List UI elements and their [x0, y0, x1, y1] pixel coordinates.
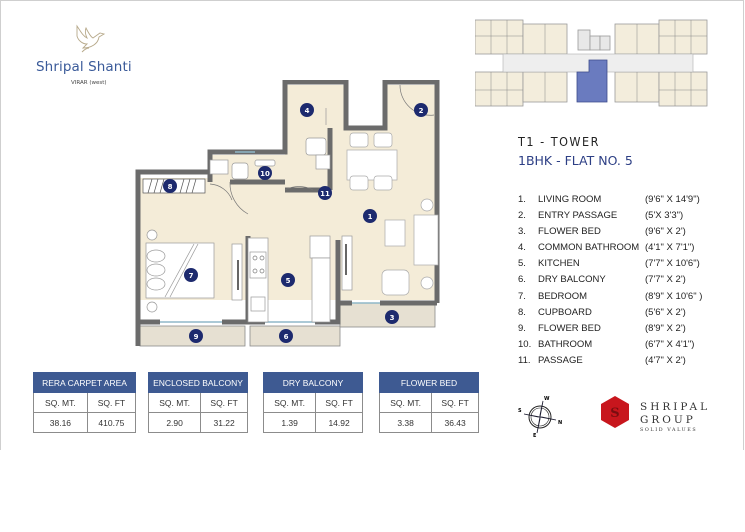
svg-text:E: E [533, 433, 537, 439]
svg-text:11: 11 [320, 190, 330, 198]
page-frame [0, 0, 744, 450]
svg-text:7: 7 [189, 272, 194, 280]
svg-text:8: 8 [168, 183, 173, 191]
svg-text:S: S [518, 408, 522, 414]
svg-text:9: 9 [194, 333, 199, 341]
svg-text:2: 2 [419, 107, 424, 115]
svg-text:W: W [544, 396, 550, 402]
svg-text:10: 10 [260, 170, 270, 178]
flat-title: 1BHK - FLAT NO. 5 [518, 153, 633, 168]
svg-text:6: 6 [284, 333, 289, 341]
svg-text:4: 4 [305, 107, 310, 115]
project-location: VIRAR (west) [71, 80, 107, 86]
svg-text:1: 1 [368, 213, 373, 221]
key-plan [475, 19, 708, 107]
tower-title: T1 - TOWER [518, 134, 600, 149]
developer-name: SHRIPAL GROUP SOLID VALUES [640, 401, 711, 433]
compass-icon: W S N E [518, 396, 562, 439]
project-name: Shripal Shanti [36, 59, 132, 75]
shripal-group-logo-icon: S [601, 396, 629, 428]
floor-plan: 1 2 3 4 5 6 7 8 9 10 11 [135, 80, 440, 347]
svg-text:N: N [558, 420, 562, 426]
svg-text:5: 5 [286, 277, 291, 285]
room-number-badges: 1 2 3 4 5 6 7 8 9 10 11 [163, 103, 428, 343]
svg-text:S: S [610, 406, 619, 421]
dove-icon [76, 24, 106, 53]
svg-text:3: 3 [390, 314, 395, 322]
